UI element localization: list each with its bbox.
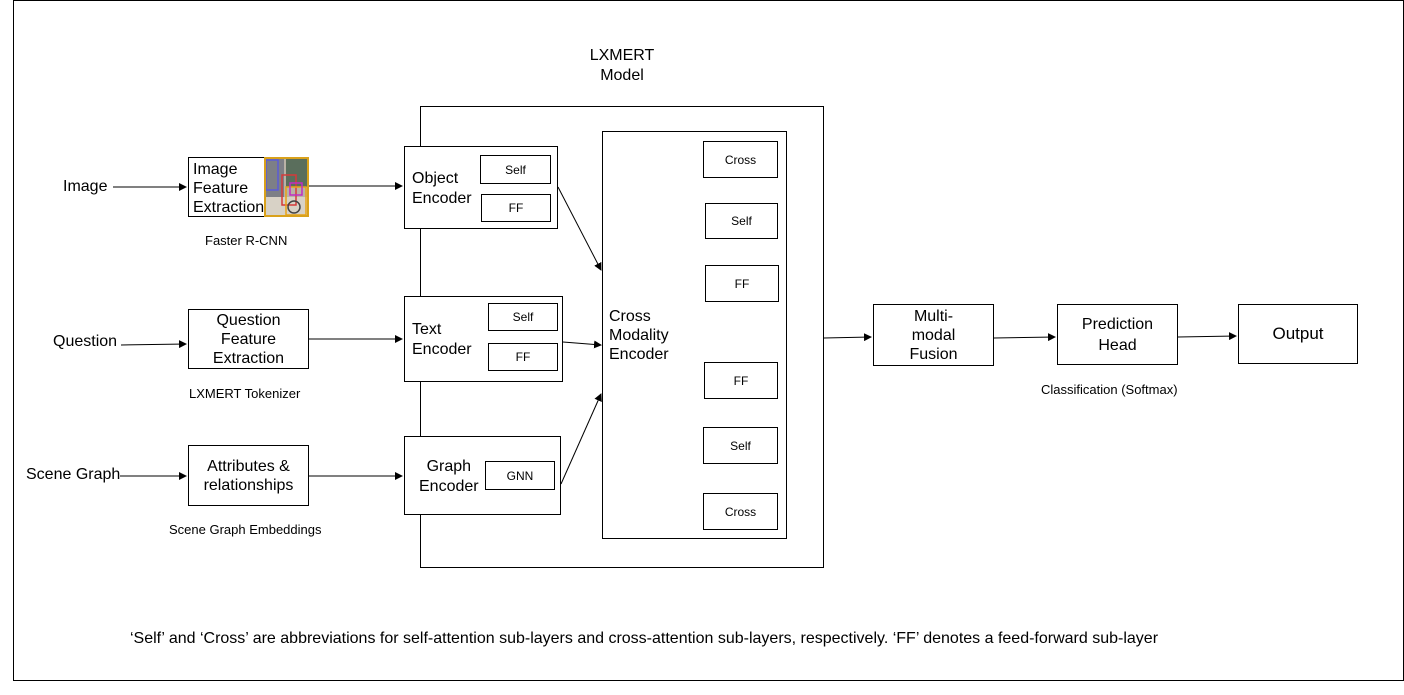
text-encoder-self-layer: Self bbox=[488, 303, 558, 331]
text-encoder-label: Text Encoder bbox=[412, 320, 472, 360]
faster-rcnn-caption: Faster R-CNN bbox=[205, 233, 288, 248]
graph-encoder-line2: Encoder bbox=[419, 478, 479, 495]
text-encoder-line2: Encoder bbox=[412, 341, 472, 358]
lxmert-tokenizer-caption: LXMERT Tokenizer bbox=[189, 386, 301, 401]
model-title: LXMERT Model bbox=[582, 46, 662, 86]
self-layer-1: Self bbox=[705, 203, 778, 239]
cross-modality-encoder-box: Cross Modality Encoder Cross Self FF FF … bbox=[602, 131, 787, 539]
prediction-head-box: Prediction Head bbox=[1057, 304, 1178, 365]
prediction-line2: Head bbox=[1098, 336, 1137, 354]
graph-encoder-label: Graph Encoder bbox=[419, 457, 479, 497]
question-extraction-line1: Question bbox=[216, 311, 281, 329]
fusion-line3: Fusion bbox=[909, 345, 958, 363]
model-title-line1: LXMERT bbox=[589, 47, 655, 64]
object-encoder-label: Object Encoder bbox=[412, 169, 472, 209]
text-encoder-ff-layer: FF bbox=[488, 343, 558, 371]
fusion-line1: Multi- bbox=[913, 307, 954, 325]
question-extraction-line3: Extraction bbox=[212, 349, 285, 367]
graph-encoder-box: Graph Encoder GNN bbox=[404, 436, 561, 515]
input-scene-graph-label: Scene Graph bbox=[26, 466, 121, 483]
question-feature-extraction-box: Question Feature Extraction bbox=[188, 309, 309, 369]
output-box: Output bbox=[1238, 304, 1358, 364]
cross-layer-1: Cross bbox=[703, 141, 778, 178]
cross-modality-encoder-label: Cross Modality Encoder bbox=[609, 307, 669, 364]
graph-encoder-gnn-layer: GNN bbox=[485, 461, 555, 490]
attributes-relationships-box: Attributes & relationships bbox=[188, 445, 309, 506]
self-layer-2: Self bbox=[703, 427, 778, 464]
object-encoder-ff-layer: FF bbox=[481, 194, 551, 222]
model-title-line2: Model bbox=[600, 67, 644, 84]
multimodal-fusion-box: Multi- modal Fusion bbox=[873, 304, 994, 366]
text-encoder-box: Text Encoder Self FF bbox=[404, 296, 563, 382]
image-extraction-line2: Feature bbox=[193, 180, 249, 197]
attributes-line1: Attributes & bbox=[207, 457, 290, 475]
image-extraction-line1: Image bbox=[193, 161, 238, 178]
fusion-line2: modal bbox=[911, 326, 956, 344]
footnote: ‘Self’ and ‘Cross’ are abbreviations for… bbox=[130, 630, 1159, 647]
cross-layer-2: Cross bbox=[703, 493, 778, 530]
cross-modality-line1: Cross bbox=[609, 308, 651, 325]
graph-encoder-line1: Graph bbox=[426, 458, 472, 475]
image-extraction-line3: Extraction bbox=[193, 199, 265, 216]
cross-modality-line2: Modality bbox=[609, 327, 669, 344]
prediction-line1: Prediction bbox=[1081, 315, 1154, 333]
scene-graph-embeddings-caption: Scene Graph Embeddings bbox=[169, 522, 322, 537]
object-encoder-line2: Encoder bbox=[412, 190, 472, 207]
object-encoder-self-layer: Self bbox=[480, 155, 551, 184]
object-encoder-box: Object Encoder Self FF bbox=[404, 146, 558, 229]
attributes-line2: relationships bbox=[203, 476, 294, 494]
sample-image-thumbnail bbox=[264, 157, 309, 217]
input-image-label: Image bbox=[63, 178, 108, 195]
image-feature-extraction-text: Image Feature Extraction bbox=[193, 160, 264, 217]
classification-softmax-caption: Classification (Softmax) bbox=[1041, 382, 1178, 397]
ff-layer-1: FF bbox=[705, 265, 779, 302]
input-question-label: Question bbox=[53, 333, 118, 350]
object-encoder-line1: Object bbox=[412, 170, 459, 187]
ff-layer-2: FF bbox=[704, 362, 778, 399]
text-encoder-line1: Text bbox=[412, 321, 442, 338]
question-extraction-line2: Feature bbox=[220, 330, 277, 348]
cross-modality-line3: Encoder bbox=[609, 346, 669, 363]
